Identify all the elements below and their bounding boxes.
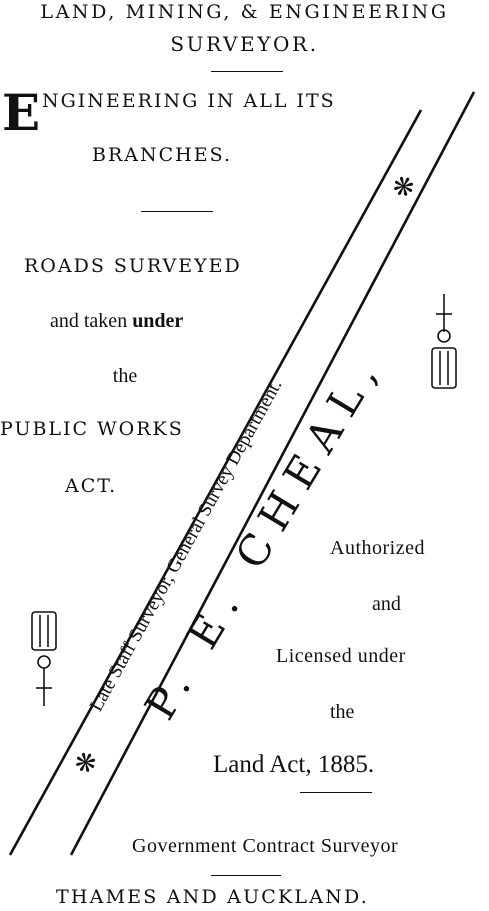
location-text: THAMES AND AUCKLAND. — [56, 886, 369, 908]
band-right-line — [69, 91, 476, 856]
and-text: and — [372, 593, 401, 615]
licensed-text: Licensed under — [276, 645, 406, 667]
cross-ornament-right — [431, 294, 457, 389]
the-right: the — [330, 701, 355, 723]
roads-surveyed: ROADS SURVEYED — [24, 255, 242, 277]
cross-ornament-left — [31, 611, 57, 706]
taken-bold: under — [132, 310, 184, 332]
taken-prefix: and taken — [50, 310, 133, 332]
branches-text: BRANCHES. — [92, 144, 232, 166]
engineering-heading: NGINEERING IN ALL ITS — [42, 90, 336, 112]
authorized-text: Authorized — [330, 537, 425, 559]
land-act: Land Act, 1885. — [213, 751, 375, 778]
drop-cap: E — [2, 83, 41, 142]
land-act-divider — [300, 792, 372, 793]
header-subtitle: SURVEYOR. — [170, 32, 319, 56]
footer-divider — [211, 875, 281, 876]
contract-surveyor: Government Contract Surveyor — [132, 835, 399, 857]
header-title: LAND, MINING, & ENGINEERING — [40, 1, 449, 23]
act-text: ACT. — [65, 475, 118, 497]
band-left-line — [8, 109, 423, 856]
taken-under: and taken under — [50, 311, 183, 331]
the-left: the — [112, 365, 138, 387]
public-works: PUBLIC WORKS — [0, 418, 184, 440]
branches-divider — [141, 211, 213, 212]
header-divider — [211, 71, 283, 72]
